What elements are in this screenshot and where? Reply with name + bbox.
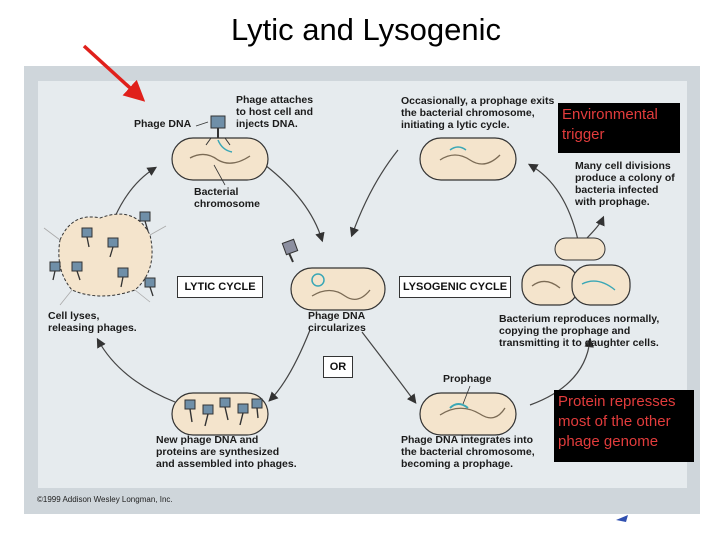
label-occasionally: Occasionally, a prophage exits the bacte… — [401, 95, 555, 131]
arrow-prophage-to-divide — [529, 337, 594, 406]
callout-environmental-trigger: Environmental trigger — [558, 103, 680, 153]
arrow-exit-to-lytic — [349, 149, 399, 238]
label-cell-lyses: Cell lyses, releasing phages. — [48, 310, 137, 334]
phage-attached — [205, 115, 231, 146]
corner-mark — [616, 515, 628, 522]
bacterium-assembling — [171, 392, 269, 436]
label-new-phage-dna: New phage DNA and proteins are synthesiz… — [156, 434, 297, 470]
arrow-circularize-to-integrate — [361, 331, 417, 404]
callout-protein-represses: Protein represses most of the other phag… — [554, 390, 694, 462]
pointer-arrow — [82, 44, 146, 102]
arrow-circularize-to-new-dna — [268, 329, 311, 402]
label-bacterium-reproduces: Bacterium reproduces normally, copying t… — [499, 313, 660, 349]
label-integrates: Phage DNA integrates into the bacterial … — [401, 434, 535, 470]
arrow-new-dna-to-lyses — [96, 337, 176, 403]
label-bacterial-chromosome: Bacterial chromosome — [194, 186, 260, 210]
lytic-cycle-box: LYTIC CYCLE — [177, 276, 263, 298]
bacterium-circularize — [281, 238, 386, 311]
copyright: ©1999 Addison Wesley Longman, Inc. — [37, 495, 173, 504]
label-phage-dna: Phage DNA — [134, 118, 192, 130]
label-phage-attaches: Phage attaches to host cell and injects … — [236, 94, 314, 130]
bacterium-prophage — [419, 385, 517, 436]
bacterium-attach — [171, 115, 269, 181]
lysed-cell — [43, 211, 167, 306]
label-many-divisions: Many cell divisions produce a colony of … — [575, 160, 675, 208]
label-prophage: Prophage — [443, 373, 492, 385]
arrow-divisions-to-exit — [527, 163, 579, 241]
lysogenic-cycle-box: LYSOGENIC CYCLE — [399, 276, 511, 298]
arrow-colony-to-divisions — [584, 215, 605, 241]
slide-title: Lytic and Lysogenic — [231, 12, 501, 47]
bacteria-dividing — [521, 237, 631, 306]
label-circularizes: Phage DNA circularizes — [308, 310, 366, 334]
lysogenic-cycle-arrows — [349, 149, 605, 406]
bacterium-prophage-exits — [419, 137, 517, 181]
arrow-attach-to-circularize — [264, 164, 325, 243]
phage-empty — [281, 238, 299, 263]
or-box: OR — [323, 356, 353, 378]
